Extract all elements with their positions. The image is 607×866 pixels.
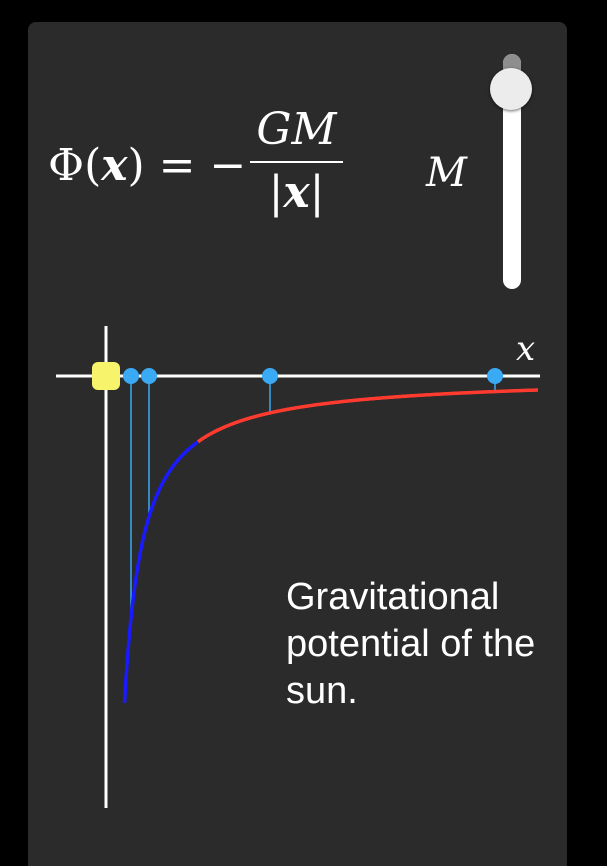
fraction-numerator: GM xyxy=(256,104,337,155)
potential-plot: x xyxy=(56,326,540,808)
fraction-bar xyxy=(250,161,343,163)
denominator-variable: x xyxy=(283,167,310,218)
potential-formula: Φ(x) = − GM |x| xyxy=(48,100,343,230)
position-marker-3[interactable] xyxy=(262,368,278,384)
close-paren: ) xyxy=(127,139,145,191)
formula-fraction: GM |x| xyxy=(250,104,343,218)
simulation-panel: Φ(x) = − GM |x| M x Gravitational potent… xyxy=(28,22,567,866)
open-paren: ( xyxy=(84,139,102,191)
position-marker-1[interactable] xyxy=(123,368,139,384)
mass-slider-label: M xyxy=(426,150,467,196)
potential-curve-near xyxy=(122,440,199,704)
equals-sign: = xyxy=(158,139,196,191)
fraction-denominator: |x| xyxy=(263,163,331,218)
x-axis-label: x xyxy=(516,329,535,369)
mass-slider-knob[interactable] xyxy=(490,68,532,111)
minus-sign: − xyxy=(209,139,247,191)
phi-symbol: Φ xyxy=(48,139,85,191)
potential-curve-far xyxy=(196,388,538,444)
sun-position-handle[interactable] xyxy=(92,362,120,390)
position-variable: x xyxy=(101,139,128,191)
caption-text: Gravitational potential of the sun. xyxy=(286,576,536,712)
position-marker-4[interactable] xyxy=(487,368,503,384)
abs-bar-right: | xyxy=(309,167,325,218)
position-marker-2[interactable] xyxy=(141,368,157,384)
position-markers xyxy=(123,368,503,384)
abs-bar-left: | xyxy=(268,167,284,218)
